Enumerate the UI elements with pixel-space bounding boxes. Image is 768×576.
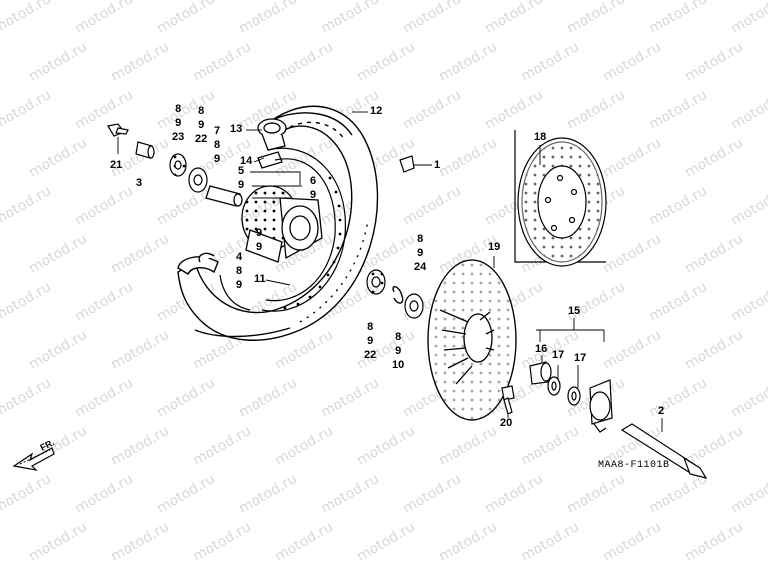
callout-17b: 17	[574, 352, 587, 364]
callout-15: 15	[568, 305, 581, 317]
callout-14: 14	[240, 155, 253, 167]
callout-12: 12	[370, 105, 383, 117]
dust-seal-right	[404, 293, 424, 319]
rim-dots	[283, 176, 342, 310]
rim-band	[257, 151, 283, 169]
callout-16: 16	[535, 343, 548, 355]
speedometer-gearbox	[589, 379, 613, 433]
circlip	[392, 285, 404, 304]
callout-13: 13	[230, 123, 243, 135]
callout-21: 21	[110, 159, 123, 171]
callout-1: 1	[434, 159, 441, 171]
wheel-rim	[219, 147, 346, 312]
callout-9a: 9	[238, 179, 245, 191]
callout-9b: 9	[310, 189, 317, 201]
bearing-right	[366, 269, 386, 295]
collar-16	[529, 361, 552, 385]
axle-bolt-small	[107, 123, 129, 137]
brake-disc-19	[427, 259, 517, 421]
callout-3: 3	[136, 177, 143, 189]
callout-2: 2	[658, 405, 665, 417]
callout-19: 19	[488, 241, 501, 253]
callout-6: 6	[310, 175, 317, 187]
drawing-code: MAA8-F1101B	[598, 460, 670, 471]
brake-disc-18-inset	[514, 130, 607, 267]
washer-17a	[547, 376, 561, 396]
callout-11: 11	[254, 273, 266, 285]
inner-tube-valve	[257, 118, 287, 151]
side-collar	[135, 141, 155, 159]
bearing-left	[169, 153, 187, 177]
washer-17b	[567, 386, 581, 406]
leader-lines	[117, 111, 663, 432]
callout-5: 5	[238, 165, 245, 177]
valve-cap	[399, 155, 415, 173]
distance-collar	[205, 185, 243, 207]
front-axle	[620, 423, 708, 479]
callout-17a: 17	[552, 349, 565, 361]
hub-assembly	[241, 185, 323, 263]
disc-bolt	[501, 385, 515, 415]
dust-seal-left	[188, 167, 208, 193]
callout-20: 20	[500, 417, 513, 429]
tire-cutaway	[177, 252, 219, 275]
callout-18: 18	[534, 131, 547, 143]
front-direction-arrow	[12, 447, 55, 471]
